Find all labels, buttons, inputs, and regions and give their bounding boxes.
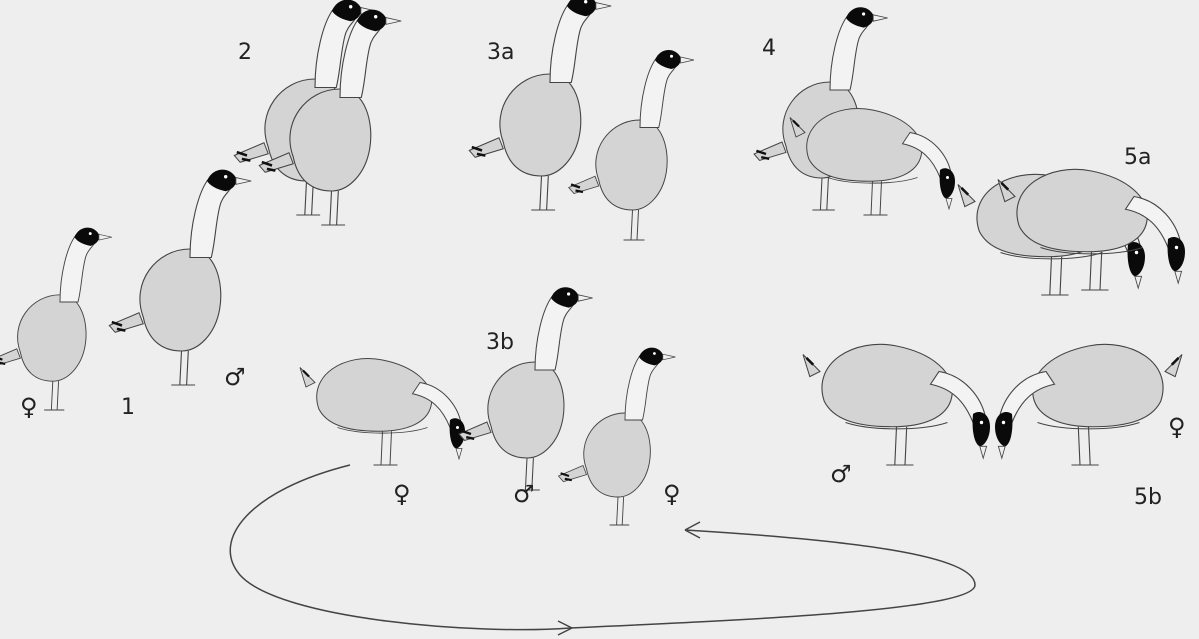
- stage-label-5b: 5b: [1134, 487, 1162, 509]
- male-symbol-stage-1: ♂: [224, 365, 246, 389]
- female-symbol-stage-3b: ♀: [393, 482, 411, 506]
- stage-label-1: 1: [121, 397, 135, 419]
- female-symbol-stage-1: ♀: [20, 395, 38, 419]
- male-symbol-stage-5b: ♂: [830, 462, 852, 486]
- stage-label-2: 2: [238, 42, 252, 64]
- stage-label-3b: 3b: [486, 332, 514, 354]
- female-symbol-stage-3b-second: ♀: [663, 482, 681, 506]
- stage-3a-pair: [469, 0, 694, 240]
- stage-2-pair: [234, 0, 401, 225]
- stage-3b-group: [300, 287, 675, 525]
- stage-5a-pair: [958, 169, 1185, 295]
- female-symbol-stage-5b: ♀: [1168, 415, 1186, 439]
- stage-5b-pair: [803, 344, 1182, 465]
- stage-1-pair: [0, 170, 251, 410]
- stage-label-5a: 5a: [1124, 147, 1151, 169]
- stage-label-4: 4: [762, 38, 776, 60]
- stage-label-3a: 3a: [487, 42, 514, 64]
- stage-4-pair: [754, 7, 955, 215]
- male-symbol-stage-3b: ♂: [513, 482, 535, 506]
